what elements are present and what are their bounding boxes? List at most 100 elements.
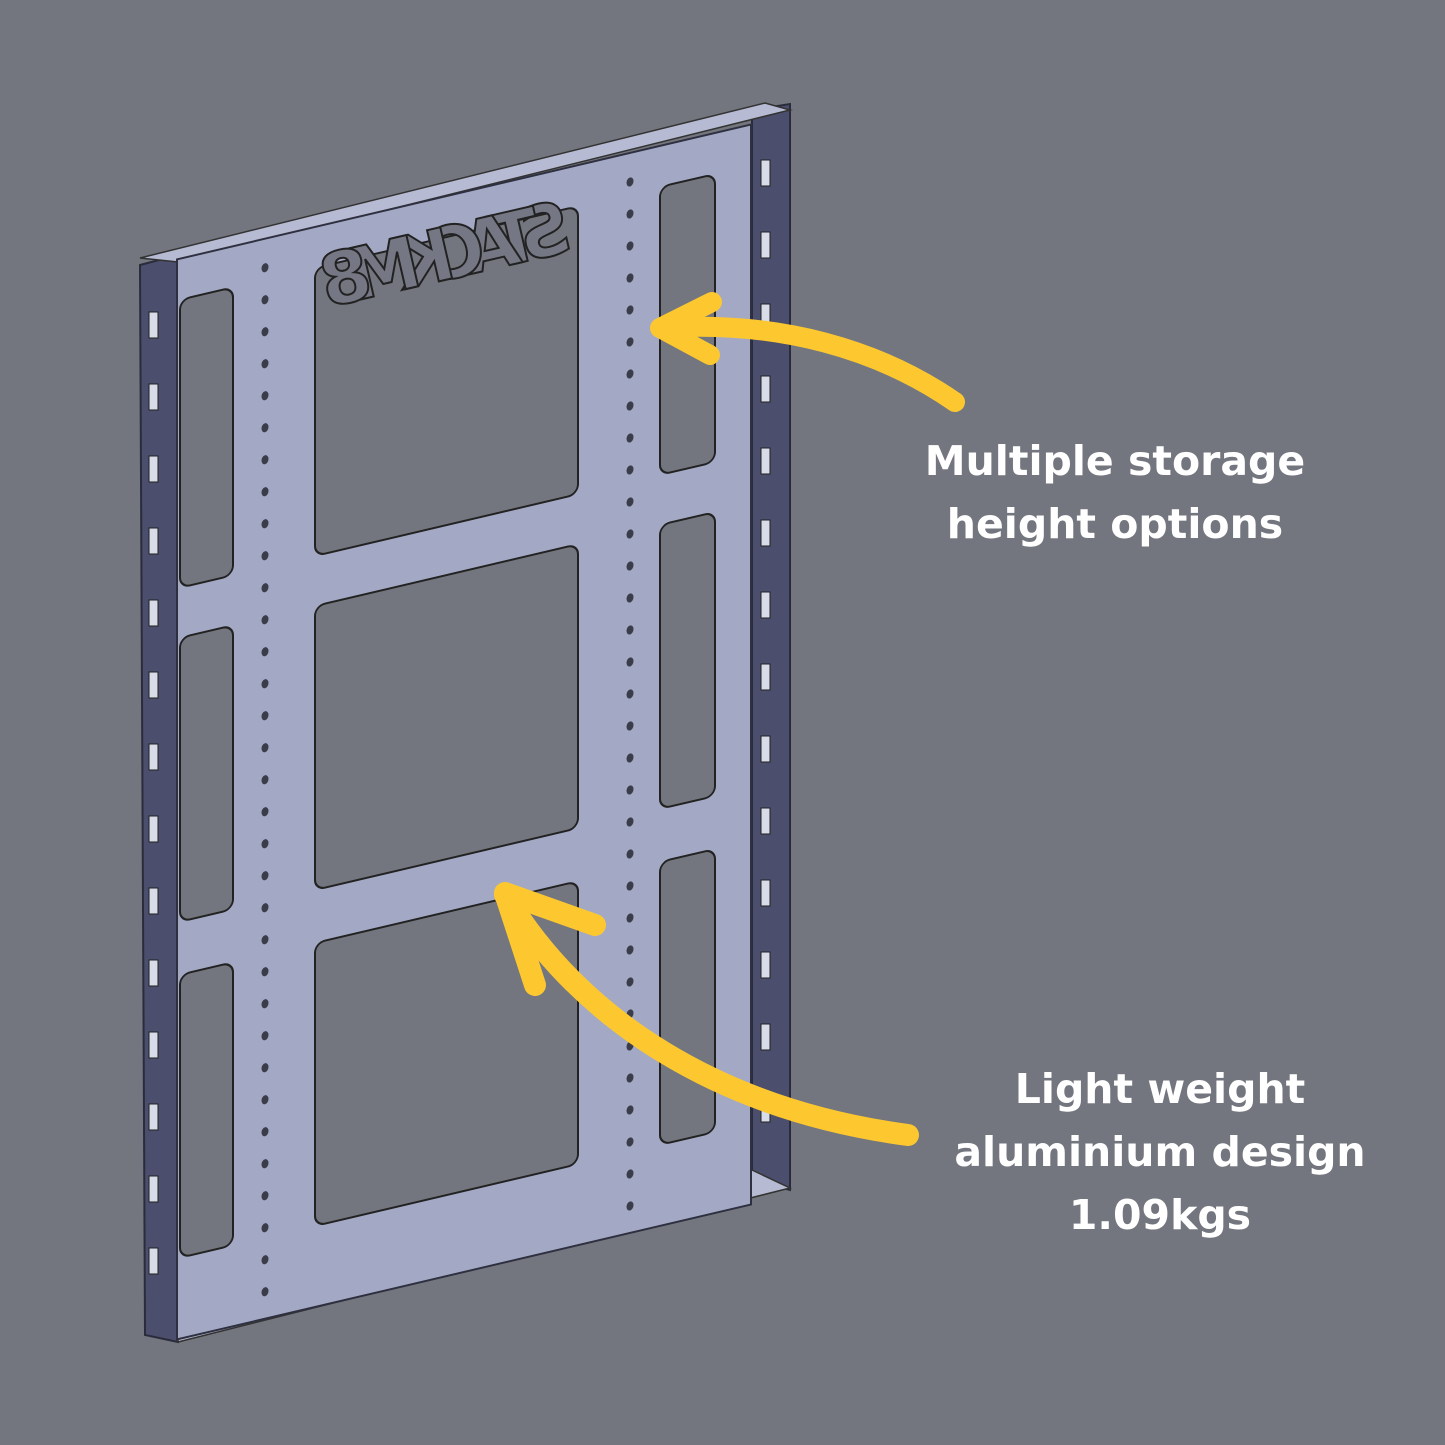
annotation-weight-line3: 1.09kgs — [1068, 1191, 1252, 1239]
rail-slot — [760, 951, 771, 979]
rail-slot — [760, 375, 771, 403]
rail-slot — [148, 527, 159, 555]
hole — [261, 583, 269, 593]
hole — [626, 657, 634, 667]
hole — [261, 903, 269, 913]
hole — [261, 1127, 269, 1137]
hole — [626, 177, 634, 187]
rail-slot — [148, 311, 159, 339]
hole — [626, 881, 634, 891]
cutout — [659, 513, 716, 808]
rail-slot — [760, 879, 771, 907]
hole — [626, 1105, 634, 1115]
cutout — [179, 626, 234, 921]
rail-slot — [760, 807, 771, 835]
hole — [261, 999, 269, 1009]
hole — [261, 1095, 269, 1105]
hole — [626, 561, 634, 571]
hole — [261, 391, 269, 401]
hole — [261, 1223, 269, 1233]
rail-slot — [148, 887, 159, 915]
hole — [261, 935, 269, 945]
cutout — [179, 963, 234, 1257]
rail-slot — [148, 1103, 159, 1131]
cutout — [659, 850, 716, 1144]
hole — [261, 551, 269, 561]
hole — [261, 423, 269, 433]
hole — [626, 593, 634, 603]
top-lip — [139, 102, 793, 263]
hole — [261, 359, 269, 369]
hole — [261, 519, 269, 529]
hole — [626, 817, 634, 827]
hole — [261, 487, 269, 497]
hole — [626, 241, 634, 251]
adjustment-holes — [261, 177, 634, 1297]
hole — [626, 1137, 634, 1147]
hole — [626, 209, 634, 219]
hole — [626, 305, 634, 315]
hole — [626, 721, 634, 731]
rail-slot — [760, 735, 771, 763]
rail-slot — [148, 743, 159, 771]
cutout — [314, 545, 579, 889]
hole — [261, 455, 269, 465]
rail-slot — [760, 591, 771, 619]
hole — [626, 1169, 634, 1179]
rail-slot — [760, 231, 771, 259]
hole — [261, 743, 269, 753]
hole — [626, 977, 634, 987]
rail-slot — [148, 383, 159, 411]
rail-slot — [148, 455, 159, 483]
arrow-weight — [494, 882, 919, 1146]
hole — [626, 753, 634, 763]
hole — [261, 711, 269, 721]
arrow-storage — [650, 292, 965, 412]
hole — [626, 945, 634, 955]
hole — [261, 327, 269, 337]
rail-slot — [148, 959, 159, 987]
cutout — [179, 288, 234, 587]
hole — [261, 1287, 269, 1297]
rail-slot — [760, 519, 771, 547]
hole — [626, 369, 634, 379]
hole — [626, 401, 634, 411]
rail-slot — [760, 1023, 771, 1051]
hole — [261, 871, 269, 881]
hole — [261, 615, 269, 625]
hole — [626, 465, 634, 475]
hole — [626, 625, 634, 635]
rail-slot — [760, 447, 771, 475]
hole — [626, 273, 634, 283]
hole — [261, 967, 269, 977]
left-rail — [138, 253, 179, 1344]
hole — [626, 1073, 634, 1083]
rail-slot — [760, 663, 771, 691]
hole — [261, 775, 269, 785]
hole — [261, 839, 269, 849]
hole — [261, 1191, 269, 1201]
annotation-storage-line2: height options — [946, 500, 1284, 548]
annotation-weight: Light weight aluminium design 1.09kgs — [940, 1058, 1380, 1247]
hole — [261, 807, 269, 817]
rail-slot — [148, 1031, 159, 1059]
hole — [261, 1063, 269, 1073]
hole — [261, 263, 269, 273]
hole — [626, 913, 634, 923]
right-rail — [751, 102, 791, 1192]
hole — [261, 295, 269, 305]
rail-slot — [148, 671, 159, 699]
hole — [261, 679, 269, 689]
rail-slot — [148, 599, 159, 627]
hole — [626, 497, 634, 507]
hole — [261, 647, 269, 657]
hole — [261, 1255, 269, 1265]
cutout — [314, 882, 579, 1225]
rail-slot — [148, 1247, 159, 1275]
hole — [626, 337, 634, 347]
rail-slot — [760, 159, 771, 187]
hole — [261, 1031, 269, 1041]
hole — [626, 785, 634, 795]
hole — [626, 1201, 634, 1211]
